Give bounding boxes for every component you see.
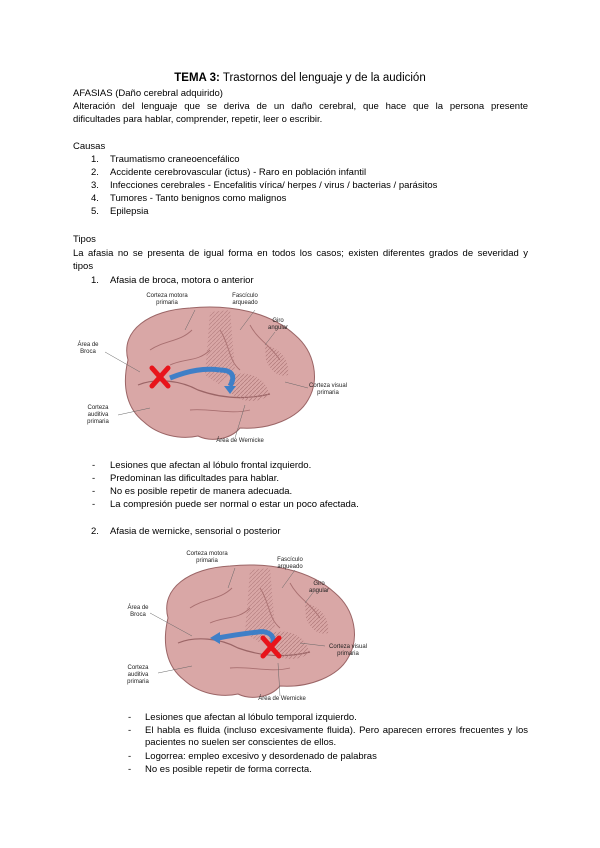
afasias-definition-line1: Alteración del lenguaje que se deriva de… [73, 101, 528, 112]
list-item: El habla es fluida (incluso excesivament… [145, 725, 528, 748]
wernicke-number: 2. [91, 526, 99, 537]
list-number: 1. [91, 154, 99, 165]
afasias-definition-line2: dificultades para hablar, comprender, re… [73, 114, 323, 125]
list-item: Lesiones que afectan al lóbulo temporal … [145, 712, 357, 723]
title-bold: TEMA 3: [174, 72, 220, 84]
bullet-dash: - [128, 764, 132, 775]
bullet-dash: - [128, 712, 132, 723]
list-item: La compresión puede ser normal o estar u… [110, 499, 359, 510]
list-text: Accidente cerebrovascular (ictus) - Raro… [110, 167, 367, 178]
list-item: No es posible repetir de manera adecuada… [110, 486, 293, 497]
title-rest: Trastornos del lenguaje y de la audición [219, 72, 426, 84]
list-text: Traumatismo craneoencefálico [110, 154, 240, 165]
tipos-intro-line2: tipos [73, 261, 94, 272]
label-corteza-motora: Corteza motora primaria [186, 551, 228, 564]
broca-brain-figure: Corteza motora primaria Fascículo arquea… [77, 290, 347, 450]
afasias-heading: AFASIAS (Daño cerebral adquirido) [73, 88, 223, 99]
label-corteza-auditiva: Corteza auditiva primaria [87, 405, 109, 425]
tipos-heading: Tipos [73, 234, 96, 245]
causas-heading: Causas [73, 141, 106, 152]
list-item: Lesiones que afectan al lóbulo frontal i… [110, 460, 312, 471]
label-area-wernicke: Área de Wernicke [216, 438, 264, 444]
list-item: No es posible repetir de forma correcta. [145, 764, 312, 775]
list-item: Predominan las dificultades para hablar. [110, 473, 279, 484]
wernicke-brain-illustration [149, 564, 355, 698]
wernicke-title: Afasia de wernicke, sensorial o posterio… [110, 526, 281, 537]
wernicke-brain-figure: Corteza motora primaria Fascículo arquea… [120, 548, 380, 708]
list-text: Infecciones cerebrales - Encefalitis vír… [110, 180, 438, 191]
label-corteza-motora: Corteza motora primaria [146, 293, 188, 306]
bullet-dash: - [92, 486, 96, 497]
page-title: TEMA 3: Trastornos del lenguaje y de la … [0, 72, 600, 84]
broca-brain-illustration [104, 306, 315, 440]
lesion-cross-icon [260, 635, 282, 659]
bullet-dash: - [92, 473, 96, 484]
bullet-dash: - [128, 725, 132, 736]
bullet-dash: - [92, 460, 96, 471]
label-fasciculo-arqueado: Fascículo arqueado [277, 557, 303, 570]
label-area-broca: Área de Broca [77, 342, 99, 355]
broca-number: 1. [91, 275, 99, 286]
lesion-cross-icon [149, 365, 171, 389]
label-giro-angular: Giro angular [308, 581, 329, 594]
list-number: 3. [91, 180, 99, 191]
label-corteza-auditiva: Corteza auditiva primaria [127, 665, 149, 685]
label-corteza-visual: Corteza visual primaria [328, 644, 367, 657]
label-area-broca: Área de Broca [127, 605, 149, 618]
label-fasciculo-arqueado: Fascículo arqueado [232, 293, 258, 306]
label-corteza-visual: Corteza visual primaria [308, 383, 347, 396]
label-area-wernicke: Área de Wernicke [258, 696, 306, 702]
bullet-dash: - [128, 751, 132, 762]
label-giro-angular: Giro angular [267, 318, 288, 331]
fasciculo-arrow [217, 629, 276, 650]
list-number: 2. [91, 167, 99, 178]
tipos-intro-line1: La afasia no se presenta de igual forma … [73, 248, 528, 259]
list-text: Epilepsia [110, 206, 149, 217]
list-text: Tumores - Tanto benignos como malignos [110, 193, 287, 204]
list-item: Logorrea: empleo excesivo y desordenado … [145, 751, 377, 762]
list-number: 4. [91, 193, 99, 204]
broca-title: Afasia de broca, motora o anterior [110, 275, 254, 286]
list-number: 5. [91, 206, 99, 217]
bullet-dash: - [92, 499, 96, 510]
fasciculo-arrow [169, 366, 221, 381]
